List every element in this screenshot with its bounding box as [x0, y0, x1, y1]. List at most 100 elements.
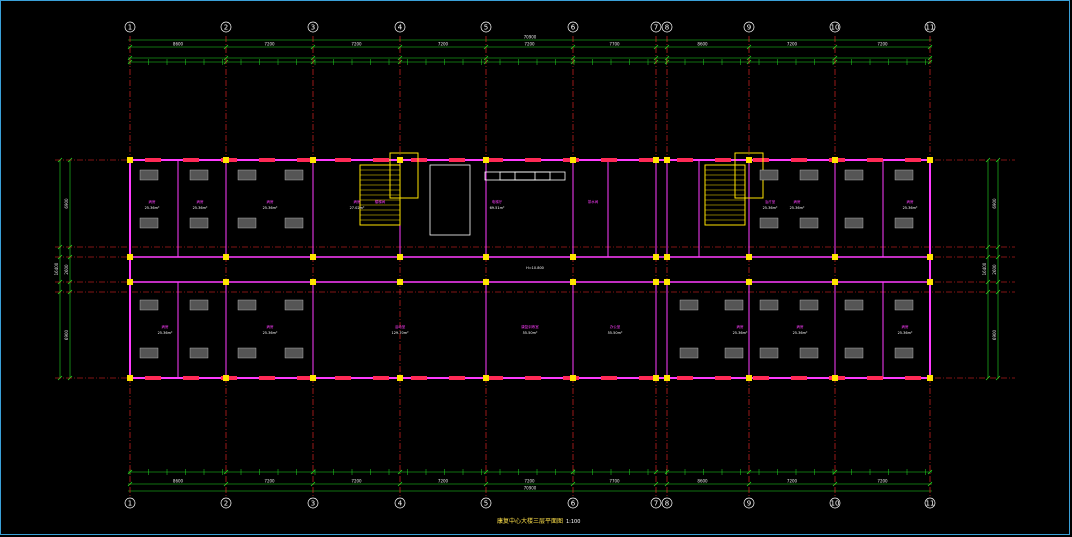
axis-bubble	[124, 497, 136, 509]
dimension-text: 7200	[524, 479, 535, 484]
column	[664, 375, 670, 381]
column	[310, 254, 316, 260]
room-area: 25.36m²	[790, 206, 805, 210]
column	[223, 254, 229, 260]
column	[653, 279, 659, 285]
column	[483, 279, 489, 285]
axis-number: 9	[747, 24, 751, 32]
dimension-text: 7200	[787, 42, 798, 47]
axis-number: 1	[128, 24, 132, 32]
axis-bubble	[743, 21, 755, 33]
dimension-tick	[483, 469, 489, 475]
window	[449, 376, 465, 380]
column	[832, 279, 838, 285]
axis-number: 7	[654, 24, 658, 32]
dimension-text: 7200	[877, 479, 888, 484]
dimension-text: 7200	[438, 479, 449, 484]
axis-bubble	[394, 497, 406, 509]
labels: 病房25.36m²病房25.36m²病房25.36m²病房27.02m²楼梯间电…	[145, 199, 918, 335]
dimension-text: 7700	[609, 479, 620, 484]
window	[145, 158, 161, 162]
column	[746, 375, 752, 381]
axis-number: 6	[571, 500, 576, 508]
room-area: 25.36m²	[793, 331, 808, 335]
window	[411, 376, 427, 380]
axis-bubble	[924, 497, 936, 509]
bed	[139, 347, 159, 359]
room-area: 25.36m²	[733, 331, 748, 335]
room-area: 25.36m²	[145, 206, 160, 210]
column	[127, 375, 133, 381]
axis-bubble	[220, 21, 232, 33]
column	[310, 157, 316, 163]
column	[746, 279, 752, 285]
column	[746, 254, 752, 260]
room-label: 病房	[902, 324, 910, 329]
bed	[139, 217, 159, 229]
window	[753, 376, 769, 380]
column	[310, 279, 316, 285]
column	[927, 157, 933, 163]
axis-number: 5	[484, 24, 488, 32]
axis-bubble	[394, 21, 406, 33]
dimension-text: 7200	[524, 42, 535, 47]
window	[145, 376, 161, 380]
axis-number: 2	[224, 24, 228, 32]
axis-number: 2	[224, 500, 228, 508]
window	[487, 158, 503, 162]
bed	[284, 347, 304, 359]
room-label: 治疗室	[765, 199, 776, 204]
dimension-text: 7200	[264, 42, 275, 47]
column	[832, 254, 838, 260]
dimension-tick	[397, 469, 403, 475]
column	[223, 279, 229, 285]
room-label: 电梯厅	[492, 199, 503, 204]
dimension-text: 8600	[697, 479, 708, 484]
elevator-shaft	[514, 171, 566, 181]
bed	[189, 217, 209, 229]
axis-number: 9	[747, 500, 751, 508]
window	[791, 376, 807, 380]
bed	[284, 299, 304, 311]
dimension-text: 7200	[438, 42, 449, 47]
column	[832, 157, 838, 163]
bed	[284, 169, 304, 181]
axis-number: 10	[831, 500, 840, 508]
window	[373, 158, 389, 162]
bed	[799, 299, 819, 311]
corridor-level: H=10.800	[526, 266, 544, 270]
axis-number: 3	[311, 24, 315, 32]
column	[570, 375, 576, 381]
dimension-tick	[832, 469, 838, 475]
room-area: 25.36m²	[158, 331, 173, 335]
bed	[237, 169, 257, 181]
axis-bubble	[567, 21, 579, 33]
window	[867, 158, 883, 162]
axis-number: 7	[654, 500, 658, 508]
window	[791, 158, 807, 162]
window	[639, 158, 655, 162]
room-area: 25.36m²	[193, 206, 208, 210]
window	[297, 158, 313, 162]
axis-bubble	[661, 21, 673, 33]
bed	[679, 299, 699, 311]
axis-bubble	[307, 21, 319, 33]
column	[483, 254, 489, 260]
window	[449, 158, 465, 162]
axis-bubble	[924, 21, 936, 33]
window	[183, 376, 199, 380]
dimension-tick	[927, 469, 933, 475]
axis-bubble	[567, 497, 579, 509]
axis-bubble	[829, 497, 841, 509]
bed	[759, 347, 779, 359]
dimension-text: 8600	[173, 42, 184, 47]
room-area: 129.70m²	[391, 331, 409, 335]
window	[601, 376, 617, 380]
window	[373, 376, 389, 380]
room-label: 康复训练室	[521, 324, 539, 329]
bed	[894, 169, 914, 181]
column	[483, 157, 489, 163]
bed	[189, 299, 209, 311]
